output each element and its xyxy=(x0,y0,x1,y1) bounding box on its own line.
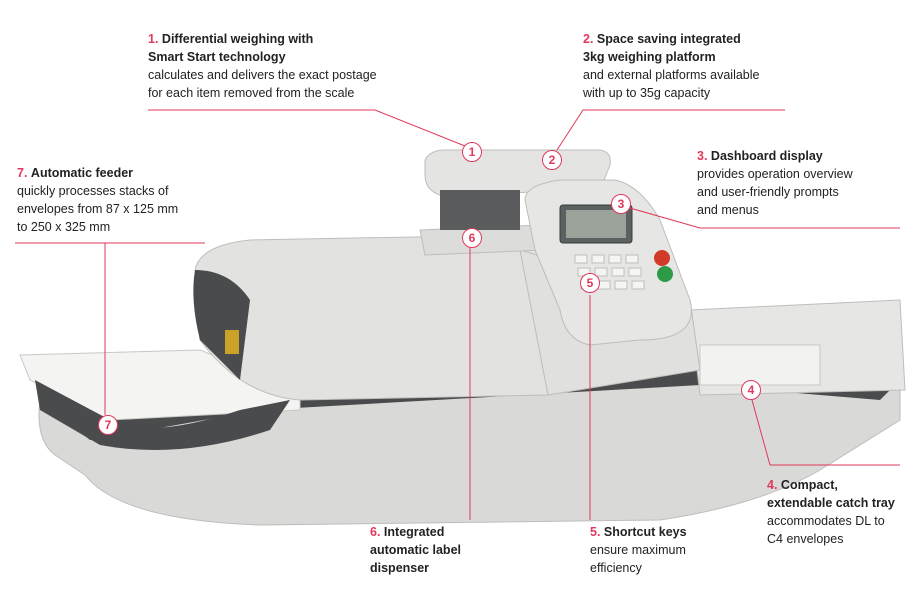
callout-7-title: Automatic feeder xyxy=(30,166,134,180)
callout-3-body-line2: and user-friendly prompts xyxy=(697,185,839,199)
callout-4-title: Compact, xyxy=(780,478,838,492)
leader-line-2 xyxy=(556,109,785,151)
badge-4: 4 xyxy=(741,380,761,400)
machine-body xyxy=(194,234,549,401)
callout-2-body: and external platforms available xyxy=(583,68,760,82)
badge-1: 1 xyxy=(462,142,482,162)
callout-5-body-line2: efficiency xyxy=(590,561,642,575)
callout-1: 1. Differential weighing with Smart Star… xyxy=(148,30,377,102)
callout-4-body: accommodates DL to xyxy=(767,514,885,528)
badge-5: 5 xyxy=(580,273,600,293)
callout-1-title-line2: Smart Start technology xyxy=(148,50,286,64)
go-key xyxy=(657,266,673,282)
callout-2-number: 2. xyxy=(583,32,594,46)
callout-6-title: Integrated xyxy=(383,525,445,539)
leader-line-1 xyxy=(148,109,471,149)
badge-3: 3 xyxy=(611,194,631,214)
screen-glass xyxy=(566,210,626,238)
callout-2-body-line2: with up to 35g capacity xyxy=(583,86,711,100)
callout-3-title: Dashboard display xyxy=(710,149,823,163)
callout-1-body: calculates and delivers the exact postag… xyxy=(148,68,377,82)
callout-1-title: Differential weighing with xyxy=(161,32,314,46)
callout-1-number: 1. xyxy=(148,32,159,46)
callout-7-body: quickly processes stacks of xyxy=(17,184,169,198)
leader-line-4 xyxy=(751,399,900,466)
callout-3-body: provides operation overview xyxy=(697,167,853,181)
callout-6-title-line3: dispenser xyxy=(370,561,430,575)
callout-5-body: ensure maximum xyxy=(590,543,686,557)
badge-7: 7 xyxy=(98,415,118,435)
callout-6: 6. Integrated automatic label dispenser xyxy=(370,523,461,577)
callout-7-body-line3: to 250 x 325 mm xyxy=(17,220,111,234)
stop-key xyxy=(654,250,670,266)
leader-line-3 xyxy=(629,207,900,229)
callout-5-number: 5. xyxy=(590,525,601,539)
callout-6-title-line2: automatic label xyxy=(370,543,461,557)
callout-3-body-line3: and menus xyxy=(697,203,759,217)
callout-4-number: 4. xyxy=(767,478,778,492)
badge-2: 2 xyxy=(542,150,562,170)
callout-7-body-line2: envelopes from 87 x 125 mm xyxy=(17,202,179,216)
machine-label xyxy=(225,330,239,354)
callout-5-title: Shortcut keys xyxy=(603,525,687,539)
callout-4-body-line2: C4 envelopes xyxy=(767,532,844,546)
badge-6: 6 xyxy=(462,228,482,248)
platform-column xyxy=(440,190,520,230)
callout-2-title: Space saving integrated xyxy=(596,32,741,46)
callout-5: 5. Shortcut keys ensure maximum efficien… xyxy=(590,523,687,577)
callout-6-number: 6. xyxy=(370,525,381,539)
callout-7: 7. Automatic feeder quickly processes st… xyxy=(17,164,178,236)
callout-4: 4. Compact, extendable catch tray accomm… xyxy=(767,476,895,548)
callout-1-body-line2: for each item removed from the scale xyxy=(148,86,355,100)
callout-2: 2. Space saving integrated 3kg weighing … xyxy=(583,30,760,102)
catch-tray-envelopes xyxy=(699,344,821,386)
callout-4-title-line2: extendable catch tray xyxy=(767,496,895,510)
feeder-tray xyxy=(35,380,290,450)
callout-2-title-line2: 3kg weighing platform xyxy=(583,50,716,64)
callout-7-number: 7. xyxy=(17,166,28,180)
callout-3: 3. Dashboard display provides operation … xyxy=(697,147,853,219)
callout-3-number: 3. xyxy=(697,149,708,163)
